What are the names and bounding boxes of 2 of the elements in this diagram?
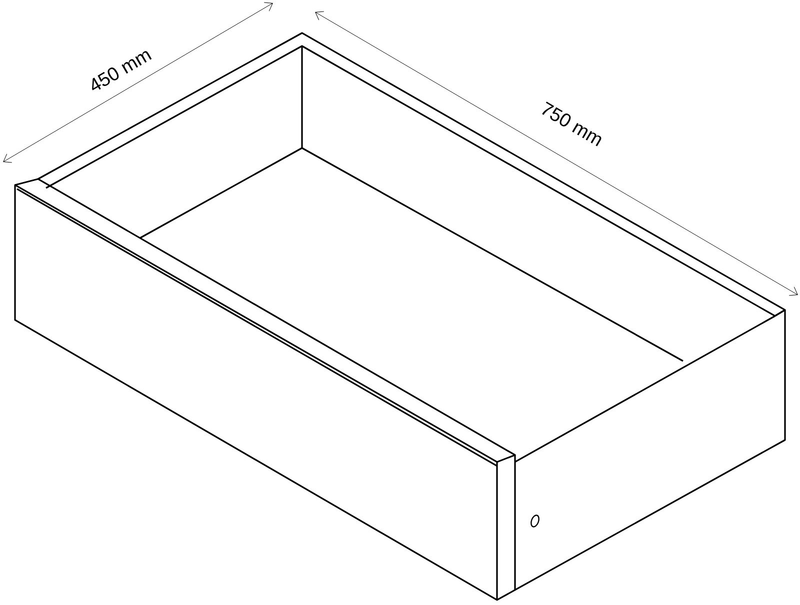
dimension-label: 750 mm xyxy=(542,102,602,146)
dimension-label: 450 mm xyxy=(92,51,152,90)
